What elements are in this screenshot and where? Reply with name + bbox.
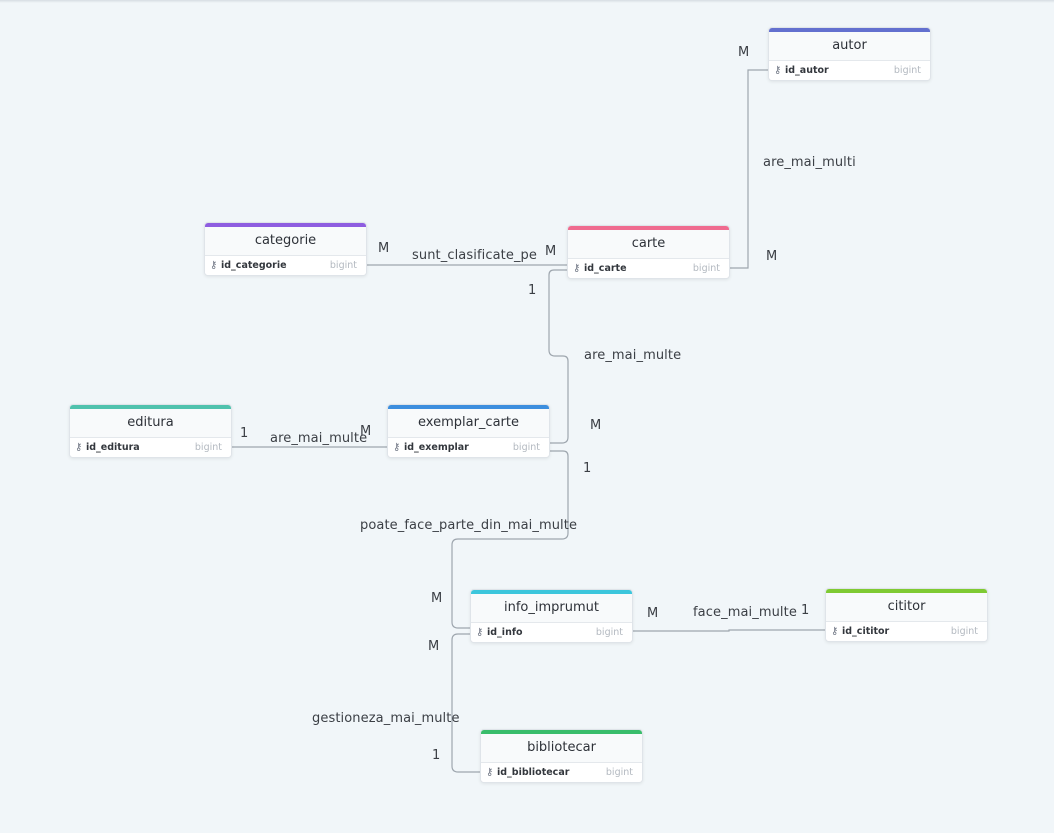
field-name: id_categorie — [221, 260, 287, 271]
relation-label-face-mai-multe[interactable]: face_mai_multe — [693, 605, 797, 620]
card-exemplar-side-info: 1 — [583, 461, 592, 476]
table-autor[interactable]: autor ⚷ id_autor bigint — [768, 27, 931, 81]
key-icon: ⚷ — [573, 263, 581, 274]
field-type: bigint — [329, 260, 357, 271]
table-info-imprumut[interactable]: info_imprumut ⚷ id_info bigint — [470, 589, 633, 643]
field-row[interactable]: ⚷ id_info bigint — [471, 623, 632, 642]
key-icon: ⚷ — [476, 627, 484, 638]
link-info-cititor — [633, 629, 825, 632]
field-row[interactable]: ⚷ id_autor bigint — [769, 61, 930, 80]
table-color-stripe — [481, 730, 642, 734]
field-type: bigint — [512, 442, 540, 453]
field-name: id_exemplar — [404, 442, 469, 453]
relation-label-gestioneza-mai-multe[interactable]: gestioneza_mai_multe — [312, 711, 460, 726]
card-info-side-bibliotecar: M — [428, 639, 440, 654]
relation-label-carte-exemplar[interactable]: are_mai_multe — [584, 348, 682, 363]
field-row[interactable]: ⚷ id_cititor bigint — [826, 622, 987, 641]
table-exemplar-carte[interactable]: exemplar_carte ⚷ id_exemplar bigint — [387, 404, 550, 458]
table-color-stripe — [568, 226, 729, 230]
table-title[interactable]: carte — [568, 230, 729, 259]
field-type: bigint — [595, 627, 623, 638]
field-row[interactable]: ⚷ id_editura bigint — [70, 438, 231, 457]
table-color-stripe — [769, 28, 930, 32]
link-exemplar-info — [451, 450, 569, 629]
field-row[interactable]: ⚷ id_categorie bigint — [205, 256, 366, 275]
link-carte-exemplar — [548, 269, 569, 444]
table-color-stripe — [205, 223, 366, 227]
key-icon: ⚷ — [831, 626, 839, 637]
card-editura-side: 1 — [240, 426, 249, 441]
table-color-stripe — [388, 405, 549, 409]
table-categorie[interactable]: categorie ⚷ id_categorie bigint — [204, 222, 367, 276]
field-name: id_editura — [86, 442, 140, 453]
key-icon: ⚷ — [210, 260, 218, 271]
table-title[interactable]: info_imprumut — [471, 594, 632, 623]
key-icon: ⚷ — [774, 65, 782, 76]
table-title[interactable]: autor — [769, 32, 930, 61]
table-color-stripe — [471, 590, 632, 594]
field-name: id_info — [487, 627, 523, 638]
field-row[interactable]: ⚷ id_carte bigint — [568, 259, 729, 278]
field-row[interactable]: ⚷ id_bibliotecar bigint — [481, 763, 642, 782]
link-info-bibliotecar — [451, 633, 480, 773]
table-editura[interactable]: editura ⚷ id_editura bigint — [69, 404, 232, 458]
field-name: id_carte — [584, 263, 627, 274]
card-cititor-side: 1 — [801, 603, 810, 618]
key-icon: ⚷ — [75, 442, 83, 453]
table-color-stripe — [826, 589, 987, 593]
relation-label-poate-face-parte[interactable]: poate_face_parte_din_mai_multe — [360, 518, 578, 533]
link-carte-autor — [730, 69, 768, 269]
card-carte-side-categorie: M — [545, 244, 557, 259]
relation-label-editura-exemplar[interactable]: are_mai_multe — [270, 431, 368, 446]
card-bibliotecar-side: 1 — [432, 748, 441, 763]
table-title[interactable]: exemplar_carte — [388, 409, 549, 438]
table-bibliotecar[interactable]: bibliotecar ⚷ id_bibliotecar bigint — [480, 729, 643, 783]
key-icon: ⚷ — [486, 767, 494, 778]
field-type: bigint — [605, 767, 633, 778]
table-title[interactable]: bibliotecar — [481, 734, 642, 763]
card-carte-side-exemplar: 1 — [528, 283, 537, 298]
top-edge-shadow — [0, 0, 1054, 3]
table-color-stripe — [70, 405, 231, 409]
card-autor-side: M — [738, 45, 750, 60]
field-name: id_bibliotecar — [497, 767, 570, 778]
card-info-side-cititor: M — [647, 606, 659, 621]
field-type: bigint — [194, 442, 222, 453]
key-icon: ⚷ — [393, 442, 401, 453]
table-cititor[interactable]: cititor ⚷ id_cititor bigint — [825, 588, 988, 642]
relation-label-are-mai-multi[interactable]: are_mai_multi — [763, 155, 856, 170]
card-exemplar-side-carte: M — [590, 418, 602, 433]
table-title[interactable]: editura — [70, 409, 231, 438]
field-name: id_cititor — [842, 626, 890, 637]
card-categorie-side: M — [378, 241, 390, 256]
card-carte-side-autor: M — [766, 249, 778, 264]
table-title[interactable]: cititor — [826, 593, 987, 622]
field-type: bigint — [692, 263, 720, 274]
field-type: bigint — [893, 65, 921, 76]
field-row[interactable]: ⚷ id_exemplar bigint — [388, 438, 549, 457]
table-title[interactable]: categorie — [205, 227, 366, 256]
card-exemplar-side-editura: M — [360, 424, 372, 439]
relation-label-sunt-clasificate-pe[interactable]: sunt_clasificate_pe — [412, 248, 538, 263]
field-type: bigint — [950, 626, 978, 637]
field-name: id_autor — [785, 65, 829, 76]
card-info-side-exemplar: M — [431, 591, 443, 606]
table-carte[interactable]: carte ⚷ id_carte bigint — [567, 225, 730, 279]
